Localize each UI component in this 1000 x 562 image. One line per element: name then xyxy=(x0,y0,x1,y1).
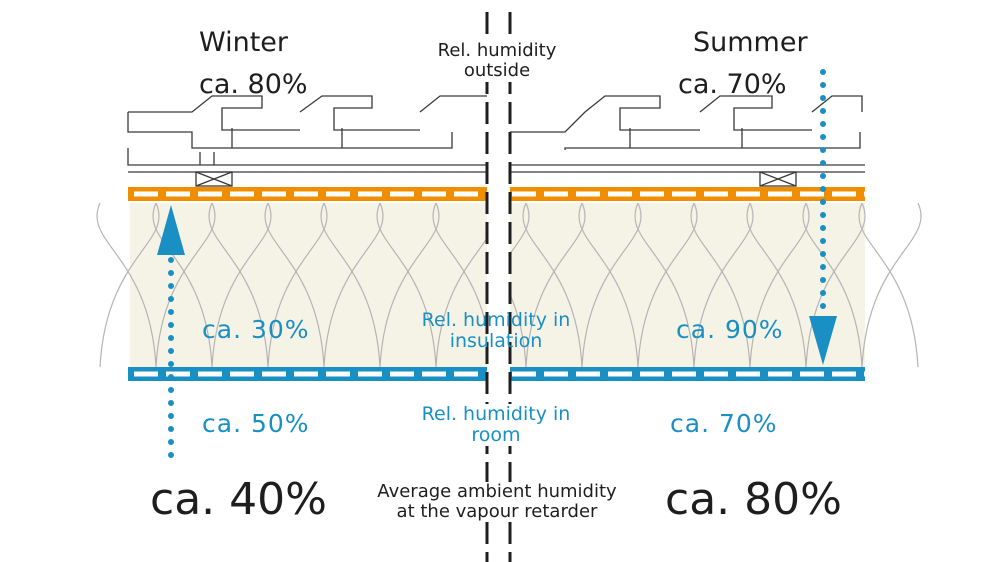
summer-section xyxy=(510,95,922,381)
insulation-wave xyxy=(578,203,642,367)
summer-heading: Summer xyxy=(693,27,808,58)
winter-insulation-humidity: ca. 30% xyxy=(202,315,310,344)
insulation-wave xyxy=(634,203,698,367)
average-humidity-label-line2: at the vapour retarder xyxy=(396,500,598,522)
insulation-wave xyxy=(264,203,328,367)
insulation-wave xyxy=(690,203,754,367)
insulation-wave xyxy=(802,203,866,367)
winter-section xyxy=(96,95,487,381)
outside-humidity-label: Rel. humidity outside xyxy=(433,40,561,82)
average-humidity-label-line1: Average ambient humidity xyxy=(377,481,617,502)
insulation-wave xyxy=(152,203,216,367)
summer-room-humidity: ca. 70% xyxy=(670,409,778,438)
winter-heading: Winter xyxy=(199,27,289,58)
insulation-humidity-label: Rel. humidity in insulation xyxy=(422,310,571,352)
insulation-wave xyxy=(208,203,272,367)
insulation-pattern xyxy=(510,203,922,367)
winter-vapour-arrow xyxy=(157,205,185,458)
insulation-layer xyxy=(130,203,487,367)
insulation-pattern xyxy=(96,203,487,367)
summer-vapour-arrow xyxy=(809,69,837,365)
insulation-wave xyxy=(522,203,586,367)
room-humidity-label-line2: room xyxy=(471,423,521,446)
summer-insulation-humidity: ca. 90% xyxy=(676,315,784,344)
winter-outside-humidity: ca. 80% xyxy=(199,69,308,100)
average-humidity-label: Average ambient humidity at the vapour r… xyxy=(373,481,621,522)
roof-tiles xyxy=(127,95,487,187)
room-humidity-label-line1: Rel. humidity in xyxy=(421,403,571,425)
roof-tiles xyxy=(510,95,865,187)
insulation-wave xyxy=(376,203,440,367)
insulation-wave xyxy=(320,203,384,367)
insulation-wave xyxy=(432,203,487,367)
summer-outside-humidity: ca. 70% xyxy=(678,69,787,100)
insulation-wave xyxy=(746,203,810,367)
winter-average-humidity: ca. 40% xyxy=(150,474,327,525)
insulation-humidity-label-line1: Rel. humidity in xyxy=(421,309,571,331)
winter-room-humidity: ca. 50% xyxy=(202,409,310,438)
insulation-wave xyxy=(510,203,530,367)
insulation-humidity-label-line2: insulation xyxy=(449,329,543,352)
outside-humidity-label-line2: outside xyxy=(463,59,531,81)
summer-average-humidity: ca. 80% xyxy=(665,474,842,525)
insulation-wave xyxy=(96,203,160,367)
outside-humidity-label-line1: Rel. humidity xyxy=(437,40,557,61)
room-humidity-label: Rel. humidity in room xyxy=(417,403,575,446)
insulation-wave xyxy=(858,203,922,367)
